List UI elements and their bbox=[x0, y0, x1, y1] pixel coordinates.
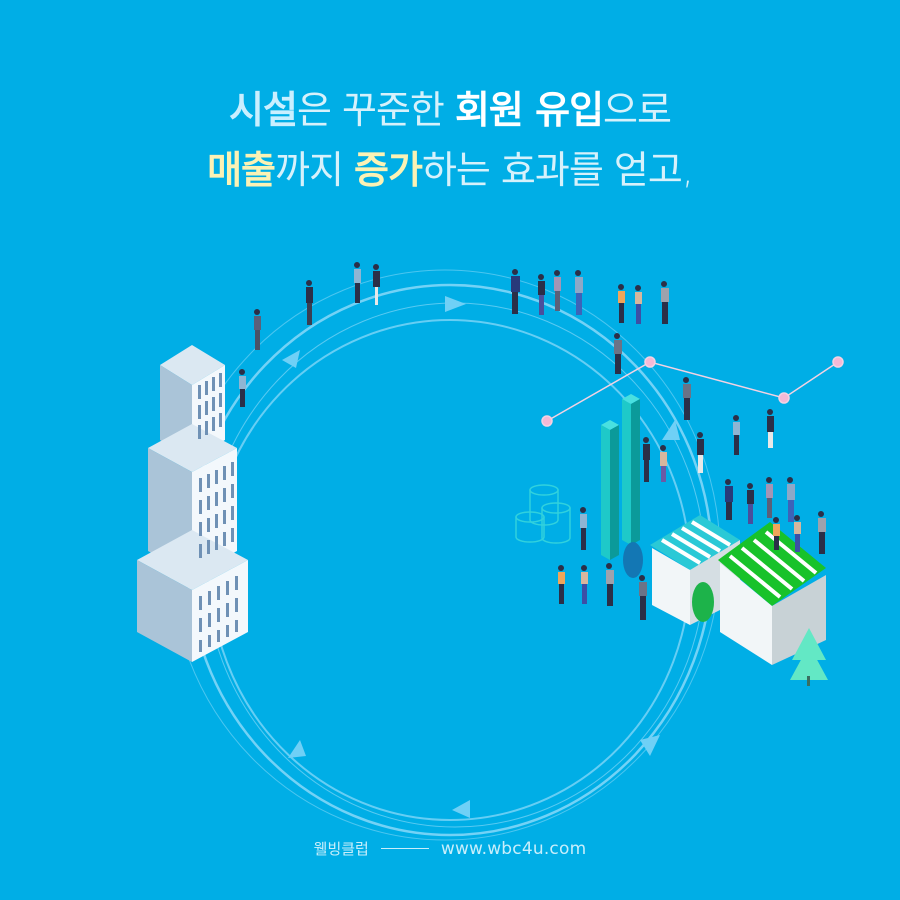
headline-text: 하는 효과를 얻고, bbox=[421, 148, 694, 192]
footer-brand: 웰빙클럽 bbox=[313, 840, 369, 858]
headline-line-1: 시설은 꾸준한 회원 유입으로 bbox=[0, 80, 900, 140]
headline-text: 은 꾸준한 bbox=[296, 88, 455, 132]
headline-line-2: 매출까지 증가하는 효과를 얻고, bbox=[0, 140, 900, 200]
flow-arrow-heads bbox=[282, 296, 680, 818]
headline-text: 으로 bbox=[603, 88, 672, 132]
footer-divider bbox=[380, 848, 429, 849]
line-graph-icon bbox=[541, 356, 844, 427]
bar-chart-icon bbox=[601, 394, 640, 560]
people-crowd-icon bbox=[239, 262, 826, 620]
tree-icon bbox=[623, 542, 828, 686]
storefront-green-icon bbox=[718, 522, 826, 665]
won-coin-stack-icon bbox=[515, 484, 571, 544]
headline-emphasis-facility: 시설 bbox=[229, 88, 298, 132]
headline: 시설은 꾸준한 회원 유입으로 매출까지 증가하는 효과를 얻고, bbox=[0, 80, 900, 200]
headline-emphasis-sales: 매출 bbox=[207, 148, 276, 192]
skyscraper-icon bbox=[137, 345, 248, 662]
headline-emphasis-member-inflow: 회원 유입 bbox=[454, 88, 604, 132]
headline-emphasis-increase: 증가 bbox=[354, 148, 423, 192]
footer: 웰빙클럽 www.wbc4u.com bbox=[0, 838, 900, 859]
headline-text: 까지 bbox=[275, 148, 355, 192]
footer-url[interactable]: www.wbc4u.com bbox=[440, 838, 587, 859]
